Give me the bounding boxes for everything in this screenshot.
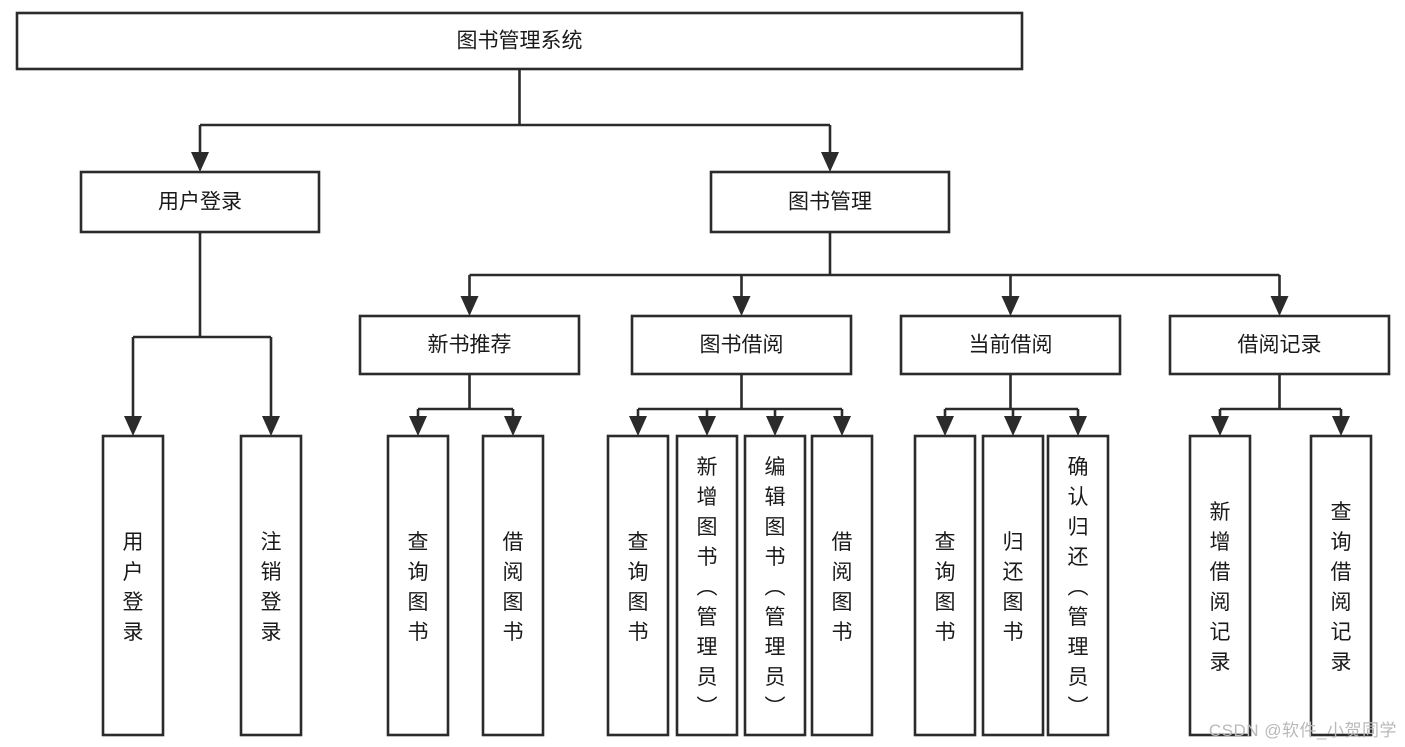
node-leaf-logout[interactable]: 注销登录: [239, 434, 303, 737]
node-box[interactable]: [743, 434, 807, 737]
node-label: 图书借阅: [700, 334, 784, 357]
edge-arrow-icon: [1004, 416, 1022, 436]
node-box[interactable]: [810, 434, 874, 737]
node-box[interactable]: [358, 314, 581, 376]
node-label: 新书推荐: [428, 334, 512, 357]
node-label: 借阅图书: [832, 531, 853, 644]
edge-arrow-icon: [460, 296, 479, 316]
edge-arrow-icon: [191, 152, 209, 172]
node-label: 借阅图书: [503, 531, 524, 644]
node-label: 归还图书: [1003, 531, 1024, 644]
edge-arrow-icon: [698, 416, 716, 436]
edge-group-current-borrow: [936, 374, 1087, 436]
node-user-login[interactable]: 用户登录: [79, 170, 321, 234]
node-box[interactable]: [630, 314, 853, 376]
node-leaf-query-book-2[interactable]: 查询图书: [606, 434, 670, 737]
node-book-manage[interactable]: 图书管理: [709, 170, 951, 234]
node-leaf-edit-book[interactable]: 编辑图书︵管理员︶: [743, 434, 807, 737]
node-label: 注销登录: [261, 531, 282, 644]
node-new-book-rec[interactable]: 新书推荐: [358, 314, 581, 376]
node-label: 用户登录: [123, 531, 144, 644]
node-label: 借阅记录: [1238, 334, 1322, 357]
node-borrow-record[interactable]: 借阅记录: [1168, 314, 1391, 376]
node-box[interactable]: [899, 314, 1122, 376]
node-label: 编辑图书︵管理员︶: [765, 456, 786, 719]
node-box[interactable]: [239, 434, 303, 737]
edge-group-book-borrow: [629, 374, 851, 436]
edge-arrow-icon: [1332, 416, 1350, 436]
edges-layer: [124, 69, 1350, 436]
node-box[interactable]: [981, 434, 1045, 737]
node-box[interactable]: [606, 434, 670, 737]
edge-arrow-icon: [732, 296, 751, 316]
node-label: 当前借阅: [969, 334, 1053, 357]
node-box[interactable]: [913, 434, 977, 737]
node-box[interactable]: [1168, 314, 1391, 376]
edge-arrow-icon: [1001, 296, 1020, 316]
edge-arrow-icon: [629, 416, 647, 436]
watermark-text: CSDN @软件_小贺同学: [1208, 721, 1397, 740]
node-label: 查询图书: [628, 531, 649, 644]
node-label: 查询借阅记录: [1331, 501, 1352, 674]
edge-arrow-icon: [504, 416, 522, 436]
edge-arrow-icon: [936, 416, 954, 436]
edge-arrow-icon: [124, 416, 142, 436]
node-leaf-confirm-return[interactable]: 确认归还︵管理员︶: [1046, 434, 1110, 737]
node-box[interactable]: [101, 434, 165, 737]
node-box[interactable]: [1309, 434, 1373, 737]
node-leaf-query-book-1[interactable]: 查询图书: [386, 434, 450, 737]
node-box[interactable]: [79, 170, 321, 234]
node-leaf-user-login[interactable]: 用户登录: [101, 434, 165, 737]
node-box[interactable]: [386, 434, 450, 737]
node-label: 新增借阅记录: [1210, 501, 1231, 674]
node-book-borrow[interactable]: 图书借阅: [630, 314, 853, 376]
edge-arrow-icon: [766, 416, 784, 436]
node-box[interactable]: [675, 434, 739, 737]
node-box[interactable]: [709, 170, 951, 234]
node-box[interactable]: [15, 11, 1024, 71]
node-label: 图书管理系统: [457, 30, 583, 53]
edge-arrow-icon: [833, 416, 851, 436]
nodes-layer: 图书管理系统用户登录图书管理新书推荐图书借阅当前借阅借阅记录用户登录注销登录查询…: [15, 11, 1391, 737]
edge-group-book-manage: [460, 232, 1289, 316]
node-label: 查询图书: [935, 531, 956, 644]
node-box[interactable]: [1046, 434, 1110, 737]
node-leaf-query-book-3[interactable]: 查询图书: [913, 434, 977, 737]
node-label: 新增图书︵管理员︶: [697, 456, 718, 719]
edge-arrow-icon: [821, 152, 839, 172]
edge-group-root: [191, 69, 839, 172]
node-label: 用户登录: [158, 191, 242, 214]
edge-group-borrow-record: [1211, 374, 1350, 436]
node-current-borrow[interactable]: 当前借阅: [899, 314, 1122, 376]
edge-group-user-login: [124, 232, 280, 436]
node-box[interactable]: [1188, 434, 1252, 737]
node-leaf-add-record[interactable]: 新增借阅记录: [1188, 434, 1252, 737]
node-leaf-return-book[interactable]: 归还图书: [981, 434, 1045, 737]
edge-arrow-icon: [409, 416, 427, 436]
edge-group-new-book-rec: [409, 374, 522, 436]
edge-arrow-icon: [262, 416, 280, 436]
node-label: 查询图书: [408, 531, 429, 644]
edge-arrow-icon: [1211, 416, 1229, 436]
node-box[interactable]: [481, 434, 545, 737]
node-label: 图书管理: [788, 191, 872, 214]
node-leaf-query-record[interactable]: 查询借阅记录: [1309, 434, 1373, 737]
edge-arrow-icon: [1069, 416, 1087, 436]
node-leaf-add-book[interactable]: 新增图书︵管理员︶: [675, 434, 739, 737]
node-leaf-borrow-book-2[interactable]: 借阅图书: [810, 434, 874, 737]
edge-arrow-icon: [1270, 296, 1289, 316]
node-label: 确认归还︵管理员︶: [1068, 456, 1089, 719]
node-root[interactable]: 图书管理系统: [15, 11, 1024, 71]
node-leaf-borrow-book-1[interactable]: 借阅图书: [481, 434, 545, 737]
